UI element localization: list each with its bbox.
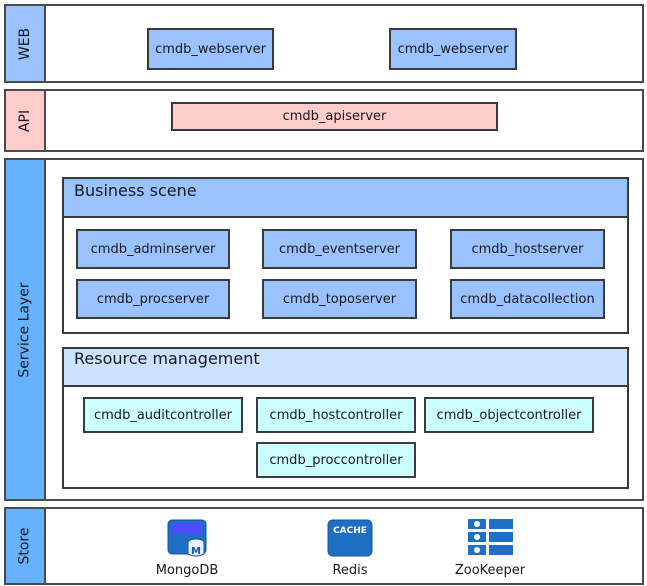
business-scene-title: Business scene: [64, 179, 627, 218]
redis-cache-icon: CACHE: [327, 519, 373, 557]
web-server-box-1: cmdb_webserver: [147, 28, 274, 70]
service-layer-label: Service Layer: [6, 160, 46, 499]
store-layer: Store M MongoDB CACHE Redis ZooKeeper: [4, 507, 644, 585]
store-layer-label: Store: [6, 509, 46, 583]
api-layer-label: API: [6, 91, 46, 150]
zookeeper-label: ZooKeeper: [454, 563, 526, 578]
api-server-box: cmdb_apiserver: [171, 102, 498, 131]
api-layer: API cmdb_apiserver: [4, 89, 644, 152]
host-server-box: cmdb_hostserver: [450, 229, 605, 269]
svg-text:M: M: [191, 546, 201, 557]
data-collection-box: cmdb_datacollection: [450, 279, 605, 319]
web-server-box-2: cmdb_webserver: [389, 28, 517, 70]
object-controller-box: cmdb_objectcontroller: [424, 397, 594, 433]
resource-management-title: Resource management: [64, 349, 627, 387]
proc-controller-box: cmdb_proccontroller: [256, 442, 416, 478]
proc-server-box: cmdb_procserver: [76, 279, 230, 319]
service-layer: Service Layer Business scene cmdb_admins…: [4, 158, 644, 501]
admin-server-box: cmdb_adminserver: [76, 229, 230, 269]
topo-server-box: cmdb_toposerver: [262, 279, 417, 319]
business-scene-panel: Business scene cmdb_adminserver cmdb_eve…: [62, 177, 629, 334]
resource-management-panel: Resource management cmdb_auditcontroller…: [62, 347, 629, 489]
web-layer-label: WEB: [6, 6, 46, 81]
web-layer: WEB cmdb_webserver cmdb_webserver: [4, 4, 644, 83]
audit-controller-box: cmdb_auditcontroller: [83, 397, 243, 433]
host-controller-box: cmdb_hostcontroller: [256, 397, 416, 433]
mongodb-label: MongoDB: [155, 563, 219, 578]
mongodb-icon: M: [167, 519, 207, 557]
redis-label: Redis: [332, 563, 368, 578]
event-server-box: cmdb_eventserver: [262, 229, 417, 269]
svg-text:CACHE: CACHE: [333, 526, 367, 536]
zookeeper-icon: [468, 519, 513, 555]
